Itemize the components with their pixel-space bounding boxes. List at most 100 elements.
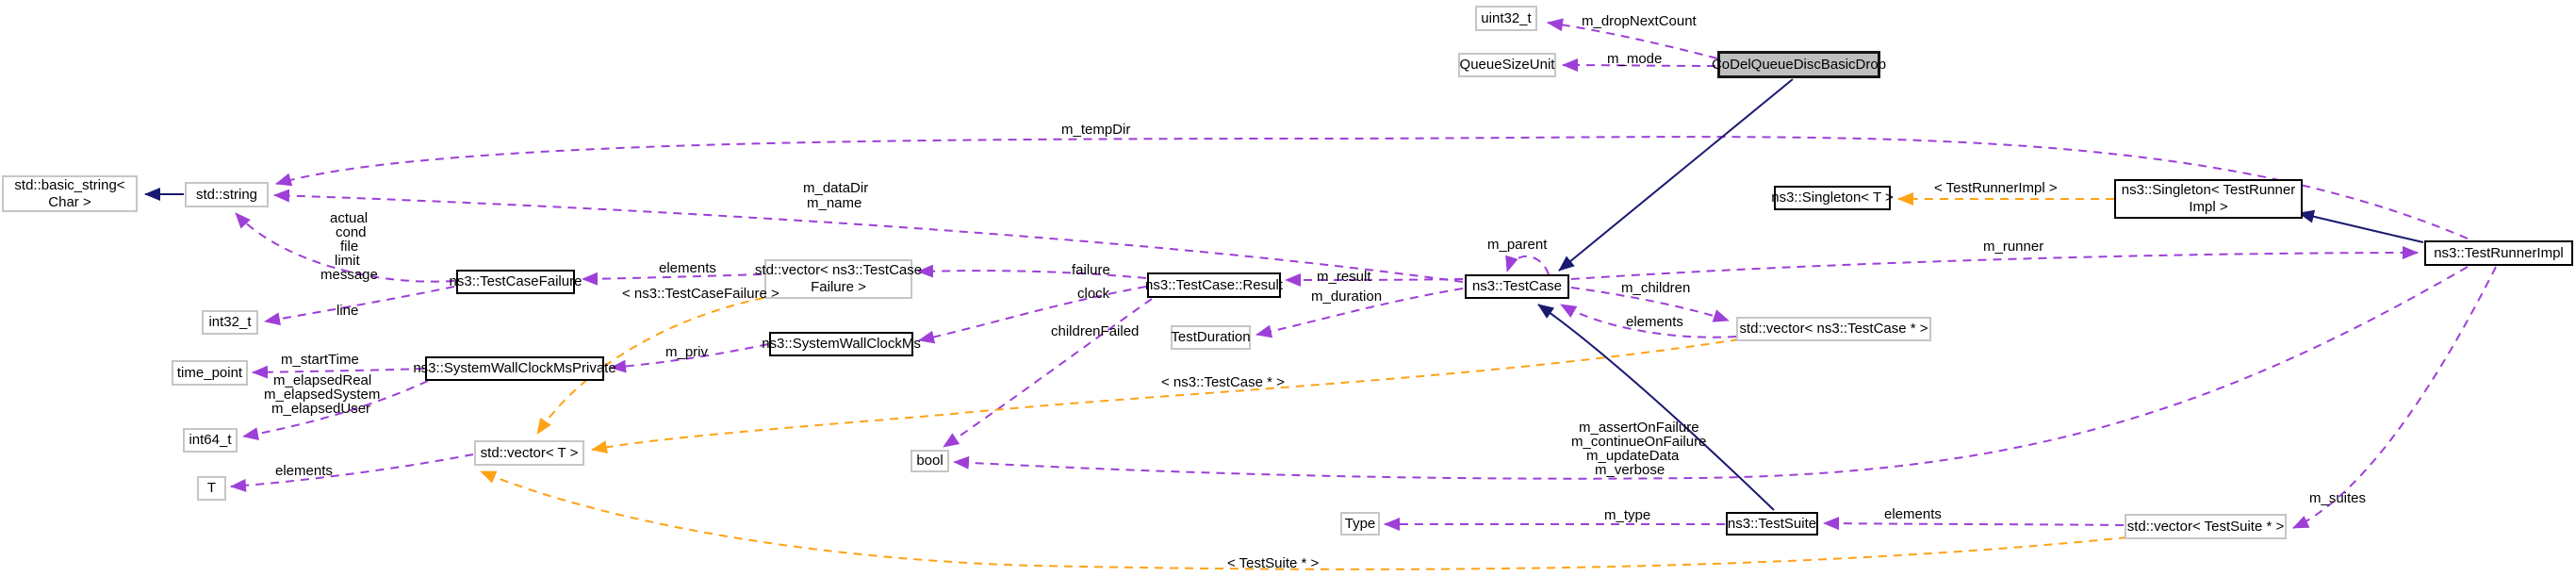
node-label: ns3::SystemWallClockMsPrivate (413, 360, 616, 376)
edge-label-m-suites: m_suites (2309, 490, 2367, 506)
node-std-vector-t: std::vector< T > (474, 440, 584, 466)
edge-m-mode (1562, 58, 1716, 73)
edge-label-elements-testcasefailure: elements (659, 260, 716, 276)
edge-m-priv (610, 343, 769, 373)
edge-label-m-mode: m_mode (1607, 51, 1663, 67)
edge-line (264, 286, 455, 326)
node-label: ns3::Singleton< TestRunner (2121, 182, 2296, 198)
edge-elements-testcase (1560, 304, 1737, 338)
node-ns3-singleton-t[interactable]: ns3::Singleton< T > (1771, 186, 1894, 210)
node-ns3-testcase[interactable]: ns3::TestCase (1465, 274, 1569, 299)
node-queuesizeunit: QueueSizeUnit (1458, 53, 1556, 77)
edge-label-template-testrunnerimpl: < TestRunnerImpl > (1934, 180, 2058, 196)
node-label: std::vector< ns3::TestCase * > (1739, 321, 1928, 337)
edge-label-m-priv: m_priv (665, 344, 709, 360)
edge-label-m-elapsedsystem: m_elapsedSystem (264, 387, 381, 403)
edge-label-elements-t: elements (275, 463, 333, 479)
edge-label-m-datadir: m_dataDir (803, 180, 869, 196)
edge-m-starttime (252, 365, 425, 379)
edge-m-children (1570, 287, 1730, 322)
node-bool: bool (911, 450, 949, 472)
edge-testcasefailure-strings (235, 212, 455, 283)
node-int64-t: int64_t (183, 428, 238, 453)
edge-label-m-tempdir: m_tempDir (1061, 122, 1131, 138)
node-ns3-systemwallclockms[interactable]: ns3::SystemWallClockMs (762, 332, 921, 356)
node-type: Type (1340, 512, 1380, 536)
edge-failure (917, 264, 1147, 279)
node-label: ns3::Singleton< T > (1771, 190, 1894, 206)
edge-template-vector-testsuite-ptr (480, 470, 2128, 570)
edge-label-elements-testcase: elements (1626, 314, 1683, 330)
node-label: ns3::SystemWallClockMs (762, 336, 921, 352)
node-label: ns3::TestCase (1471, 278, 1563, 294)
node-ns3-testrunnerimpl[interactable]: ns3::TestRunnerImpl (2424, 240, 2573, 266)
edge-inherit-testrunnerimpl (2298, 209, 2424, 243)
node-std-string: std::string (185, 182, 269, 207)
node-ns3-testcasefailure[interactable]: ns3::TestCaseFailure (450, 270, 582, 294)
edge-label-m-children: m_children (1621, 280, 1691, 296)
node-label: std::vector< T > (480, 444, 579, 461)
edge-label-m-result: m_result (1317, 269, 1371, 285)
node-label: ns3::TestSuite (1727, 515, 1817, 532)
edge-label-m-starttime: m_startTime (281, 352, 359, 368)
edge-m-suites (2292, 266, 2497, 529)
node-label: uint32_t (1481, 9, 1532, 26)
edge-label-m-assertonfailure: m_assertOnFailure (1579, 420, 1699, 436)
edge-clock (918, 286, 1147, 344)
node-label: std::vector< TestSuite * > (2126, 518, 2285, 535)
node-label: T (206, 480, 217, 496)
node-ns3-testcase-result[interactable]: ns3::TestCase::Result (1145, 272, 1283, 298)
edge-inherit-codel (1558, 78, 1794, 272)
edge-m-result (1285, 272, 1464, 287)
node-label: ns3::TestCase::Result (1145, 276, 1283, 293)
edge-label-actual: actual (330, 210, 369, 226)
node-std-vector-testsuite-ptr: std::vector< TestSuite * > (2125, 514, 2287, 539)
edge-label-m-name: m_name (807, 195, 862, 211)
node-codelqueuediscbasicdrop: CoDelQueueDiscBasicDrop (1712, 51, 1886, 78)
edge-label-template-testcasefailure: < ns3::TestCaseFailure > (622, 286, 779, 302)
edge-m-parent-loop (1505, 255, 1550, 275)
edge-label-message: message (320, 267, 378, 283)
edge-label-template-testsuite-ptr: < TestSuite * > (1227, 555, 1320, 571)
edge-label-limit: limit (335, 253, 360, 269)
node-time-point: time_point (172, 360, 248, 386)
edge-label-clock: clock (1077, 286, 1110, 302)
node-label: int32_t (208, 314, 252, 330)
node-label: Type (1344, 515, 1376, 532)
edge-label-m-duration: m_duration (1311, 288, 1383, 305)
node-label: bool (916, 453, 943, 469)
node-int32-t: int32_t (202, 310, 258, 335)
edge-label-m-continueonfailure: m_continueOnFailure (1571, 434, 1707, 450)
edge-label-m-updatedata: m_updateData (1586, 448, 1680, 464)
node-ns3-testsuite[interactable]: ns3::TestSuite (1726, 512, 1818, 536)
edge-label-m-verbose: m_verbose (1595, 462, 1665, 478)
edge-label-failure: failure (1072, 262, 1110, 278)
edge-m-runner (1570, 246, 2419, 280)
edge-label-childrenfailed: childrenFailed (1051, 323, 1140, 339)
edge-template-vector-testcase-ptr (591, 338, 1740, 454)
node-label: time_point (176, 364, 243, 381)
edge-testrunnerimpl-bools (953, 266, 2469, 480)
node-testduration: TestDuration (1171, 325, 1251, 350)
node-label: CoDelQueueDiscBasicDrop (1711, 56, 1887, 73)
edge-label-m-type: m_type (1604, 507, 1651, 523)
edge-elements-t (230, 453, 474, 492)
edge-label-file: file (340, 239, 359, 255)
edge-label-elements-testsuite: elements (1884, 506, 1942, 522)
edge-elements-testcasefailure (582, 272, 763, 286)
node-std-vector-testcase-ptr: std::vector< ns3::TestCase * > (1736, 317, 1931, 341)
edge-label-cond: cond (336, 224, 367, 240)
edge-elements-testsuite (1823, 517, 2125, 531)
node-label: int64_t (189, 432, 232, 448)
node-label: TestDuration (1171, 329, 1251, 345)
edge-m-datadir-m-name (273, 189, 1464, 283)
node-ns3-systemwallclockmsprivate[interactable]: ns3::SystemWallClockMsPrivate (413, 356, 616, 381)
node-label: std::vector< ns3::TestCase (754, 262, 923, 278)
edge-m-tempdir (275, 136, 2469, 239)
edge-childrenfailed (943, 298, 1153, 448)
node-label-line2: Failure > (811, 279, 866, 295)
